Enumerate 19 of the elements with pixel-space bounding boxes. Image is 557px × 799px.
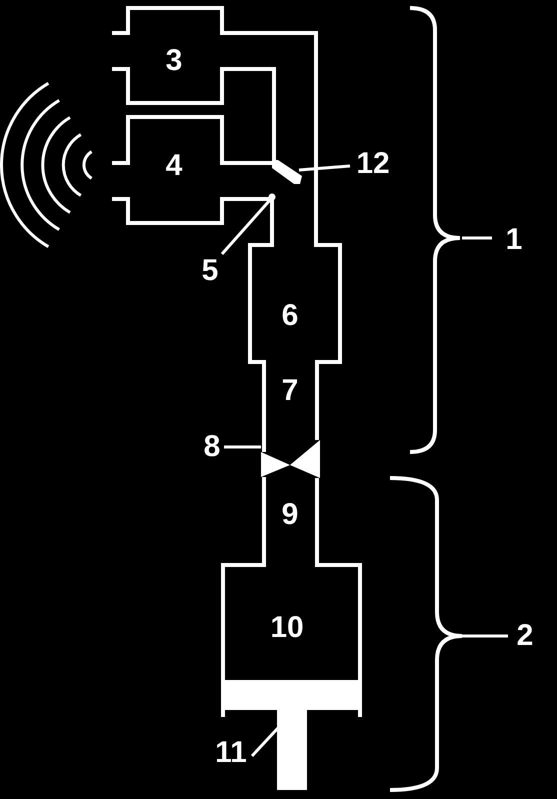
- callout-number: 8: [204, 432, 220, 462]
- leader-line: [298, 164, 350, 172]
- part-number: 6: [282, 301, 298, 331]
- valve-symbol: [261, 440, 320, 478]
- leader-line: [224, 446, 261, 448]
- part-number: 2: [516, 621, 534, 651]
- leader-line: [250, 726, 280, 758]
- part-number: 9: [282, 500, 298, 530]
- callout-number: 12: [356, 149, 390, 179]
- part-number: 7: [282, 376, 298, 406]
- pivot-point: [268, 194, 276, 200]
- callout-number: 11: [215, 738, 247, 768]
- leader-line: [220, 199, 272, 255]
- callout-number: 5: [202, 256, 218, 286]
- part-number: 10: [270, 613, 304, 643]
- flap: [272, 160, 302, 184]
- part-number: 1: [506, 225, 522, 255]
- part-number: 3: [166, 46, 182, 76]
- part-number: 4: [166, 151, 182, 181]
